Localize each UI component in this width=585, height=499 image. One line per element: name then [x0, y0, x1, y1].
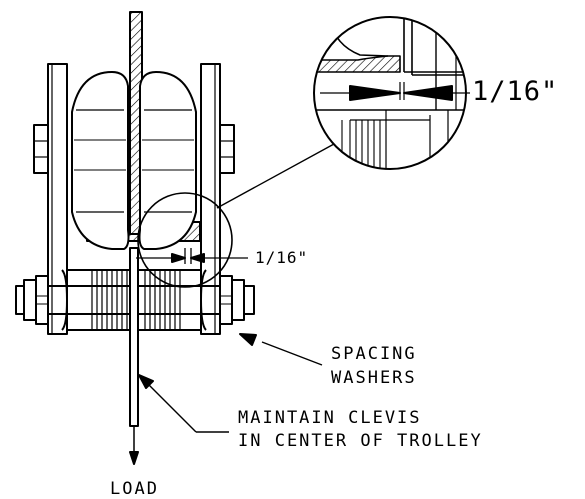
right-upper-nut — [219, 124, 235, 174]
gap-dimension-main-label: 1/16" — [255, 248, 309, 267]
spacing-washers — [67, 269, 201, 331]
clevis — [129, 247, 139, 465]
clevis-note-line2: IN CENTER OF TROLLEY — [238, 431, 483, 451]
left-side-plate — [47, 63, 68, 335]
clevis-note-leader — [138, 374, 229, 433]
load-label: LOAD — [110, 479, 159, 499]
clevis-note-line1: MAINTAIN CLEVIS — [238, 408, 422, 428]
detail-view — [313, 16, 470, 170]
left-wheel — [71, 71, 130, 250]
left-upper-nut — [33, 124, 49, 174]
right-wheel — [138, 71, 197, 250]
gap-dimension-main — [136, 248, 248, 264]
gap-callout-circle — [137, 143, 335, 288]
spacing-washers-leader — [239, 333, 323, 366]
right-side-plate — [200, 63, 221, 335]
gap-dimension-detail-label: 1/16" — [472, 76, 559, 107]
spacing-washers-label-line1: SPACING — [331, 344, 417, 364]
lower-axle — [15, 269, 255, 331]
spacing-washers-label-line2: WASHERS — [331, 368, 417, 388]
